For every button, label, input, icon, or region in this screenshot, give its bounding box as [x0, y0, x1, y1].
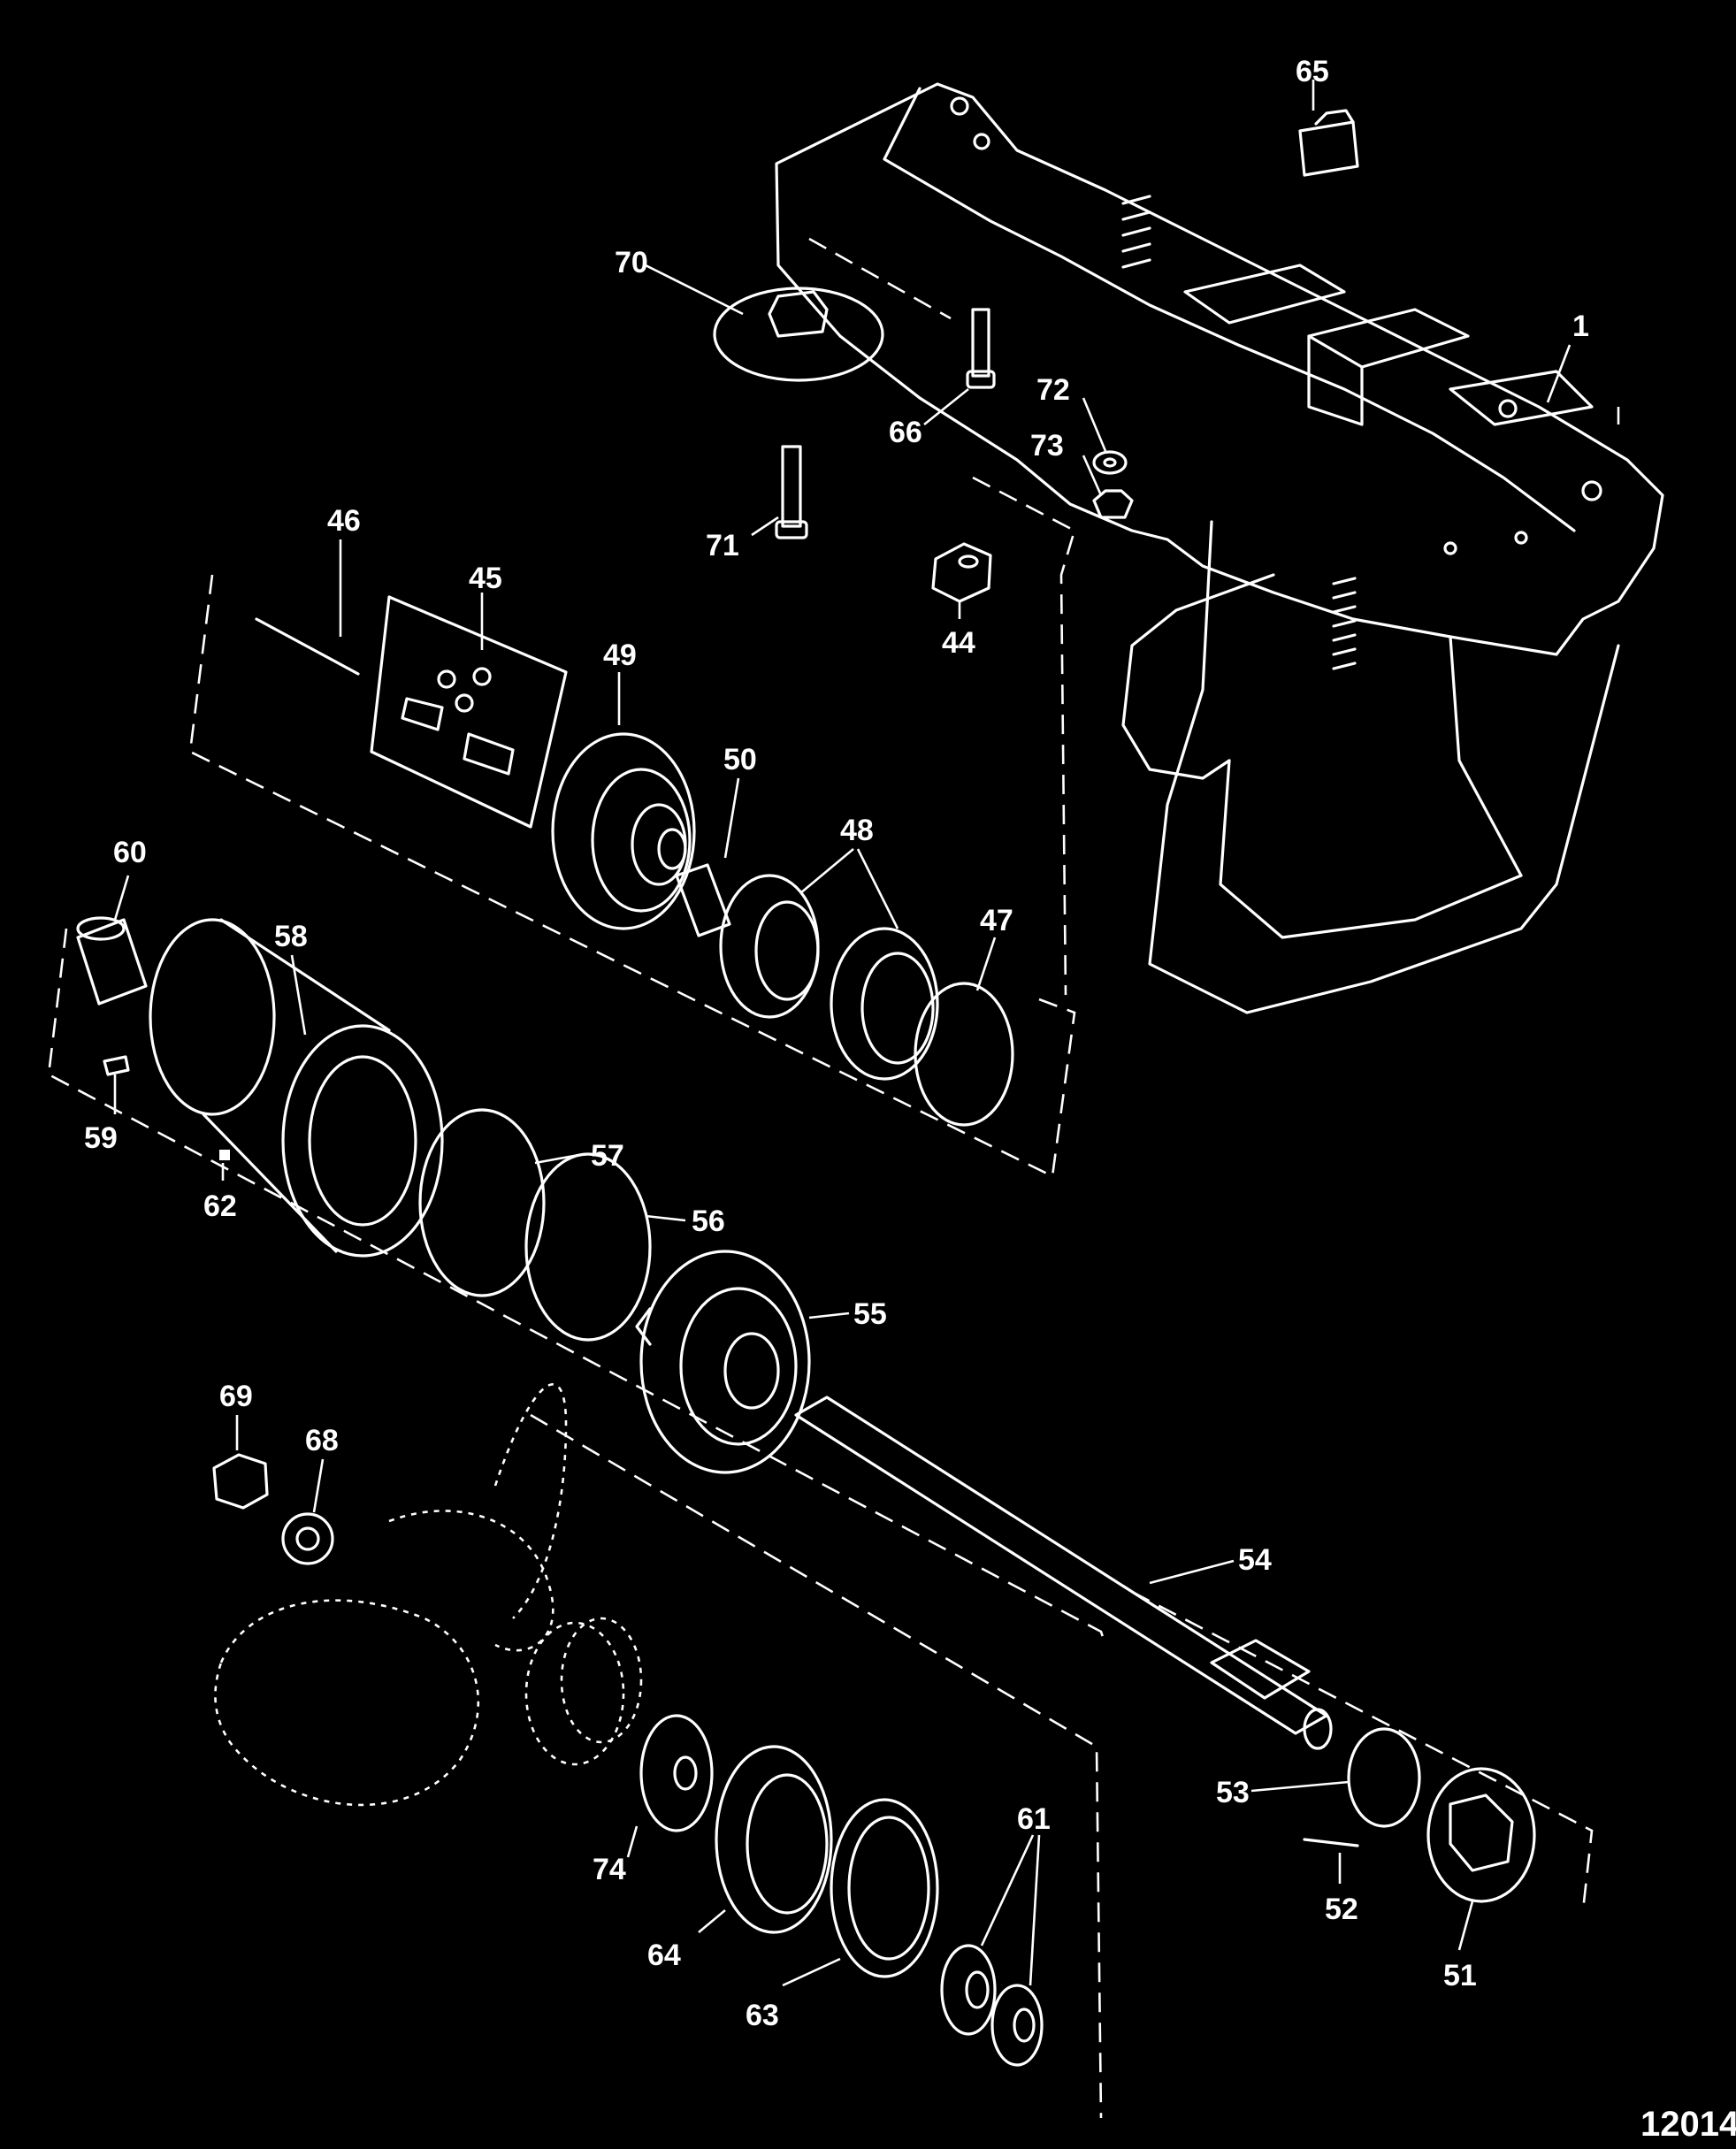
callout-label: 48 — [840, 814, 874, 847]
part-57-o-ring — [418, 1108, 546, 1297]
callout-label: 54 — [1238, 1543, 1272, 1577]
part-72-washer — [1092, 450, 1128, 475]
callout-label: 57 — [591, 1139, 624, 1173]
part-44-block — [931, 542, 992, 603]
callout-label: 73 — [1030, 429, 1064, 463]
callout-label: 64 — [647, 1939, 681, 1972]
part-69-nut — [212, 1453, 269, 1510]
callout-label: 70 — [615, 246, 648, 279]
part-61-seals — [940, 1944, 1044, 2067]
part-70-plate — [713, 287, 884, 382]
part-73-nut — [1092, 489, 1134, 519]
callout-label: 1 — [1572, 310, 1589, 343]
part-55-forward-gear — [635, 1250, 811, 1474]
alignment-lines — [47, 237, 1594, 2119]
callout-label: 53 — [1216, 1776, 1250, 1809]
part-71-screw — [775, 445, 808, 539]
part-47-shim — [914, 982, 1014, 1127]
callout-labels: 1 44 45 46 47 48 49 50 51 52 53 54 55 56… — [84, 55, 1589, 2032]
callout-label: 69 — [219, 1380, 253, 1413]
callout-label: 56 — [692, 1205, 725, 1238]
callout-label: 65 — [1296, 55, 1329, 88]
part-66-screw — [966, 308, 996, 389]
part-46-rod — [255, 617, 360, 676]
part-58-bearing-carrier — [149, 918, 444, 1258]
leader-lines — [113, 80, 1620, 1987]
gear-housing — [775, 82, 1664, 1014]
part-64-bearing — [715, 1745, 833, 1934]
part-45-kit-card — [370, 595, 568, 829]
callout-label: 49 — [603, 639, 637, 672]
callout-label: 50 — [723, 743, 757, 776]
part-49-pinion-gear — [551, 732, 696, 930]
callout-label: 59 — [84, 1121, 118, 1155]
propeller-dotted — [214, 1383, 643, 1807]
callout-label: 66 — [889, 416, 922, 449]
callout-label: 63 — [746, 1999, 779, 2032]
callout-label: 61 — [1017, 1802, 1051, 1836]
part-50-bearing — [675, 863, 731, 937]
part-62-dot — [219, 1150, 230, 1160]
callout-label: 46 — [327, 504, 361, 538]
callout-label: 47 — [980, 904, 1013, 937]
part-65-bracket — [1298, 109, 1359, 177]
part-56-o-ring — [524, 1152, 652, 1342]
callout-label: 45 — [469, 562, 502, 595]
callout-label: 62 — [203, 1189, 237, 1223]
callout-label: 55 — [853, 1297, 887, 1331]
callout-label: 51 — [1443, 1959, 1477, 1992]
callout-label: 68 — [305, 1424, 339, 1457]
part-74-washer — [639, 1714, 714, 1832]
part-48-bearing-cup-cone — [719, 874, 939, 1081]
callout-label: 44 — [942, 626, 975, 660]
figure-number: 12014 — [1640, 2105, 1736, 2144]
callout-label: 60 — [113, 836, 147, 869]
part-68-tab-washer — [281, 1512, 334, 1565]
part-60-bearing — [76, 916, 148, 1006]
callout-label: 52 — [1325, 1893, 1358, 1926]
callout-label: 72 — [1036, 373, 1070, 407]
part-52-pin — [1303, 1838, 1359, 1847]
callout-label: 71 — [706, 529, 739, 562]
part-51-clutch — [1426, 1767, 1536, 1903]
callout-label: 58 — [274, 920, 308, 953]
part-53-ring — [1347, 1727, 1421, 1828]
part-63-retainer — [830, 1798, 939, 1978]
part-59-fitting — [103, 1055, 130, 1076]
callout-label: 74 — [593, 1853, 626, 1886]
